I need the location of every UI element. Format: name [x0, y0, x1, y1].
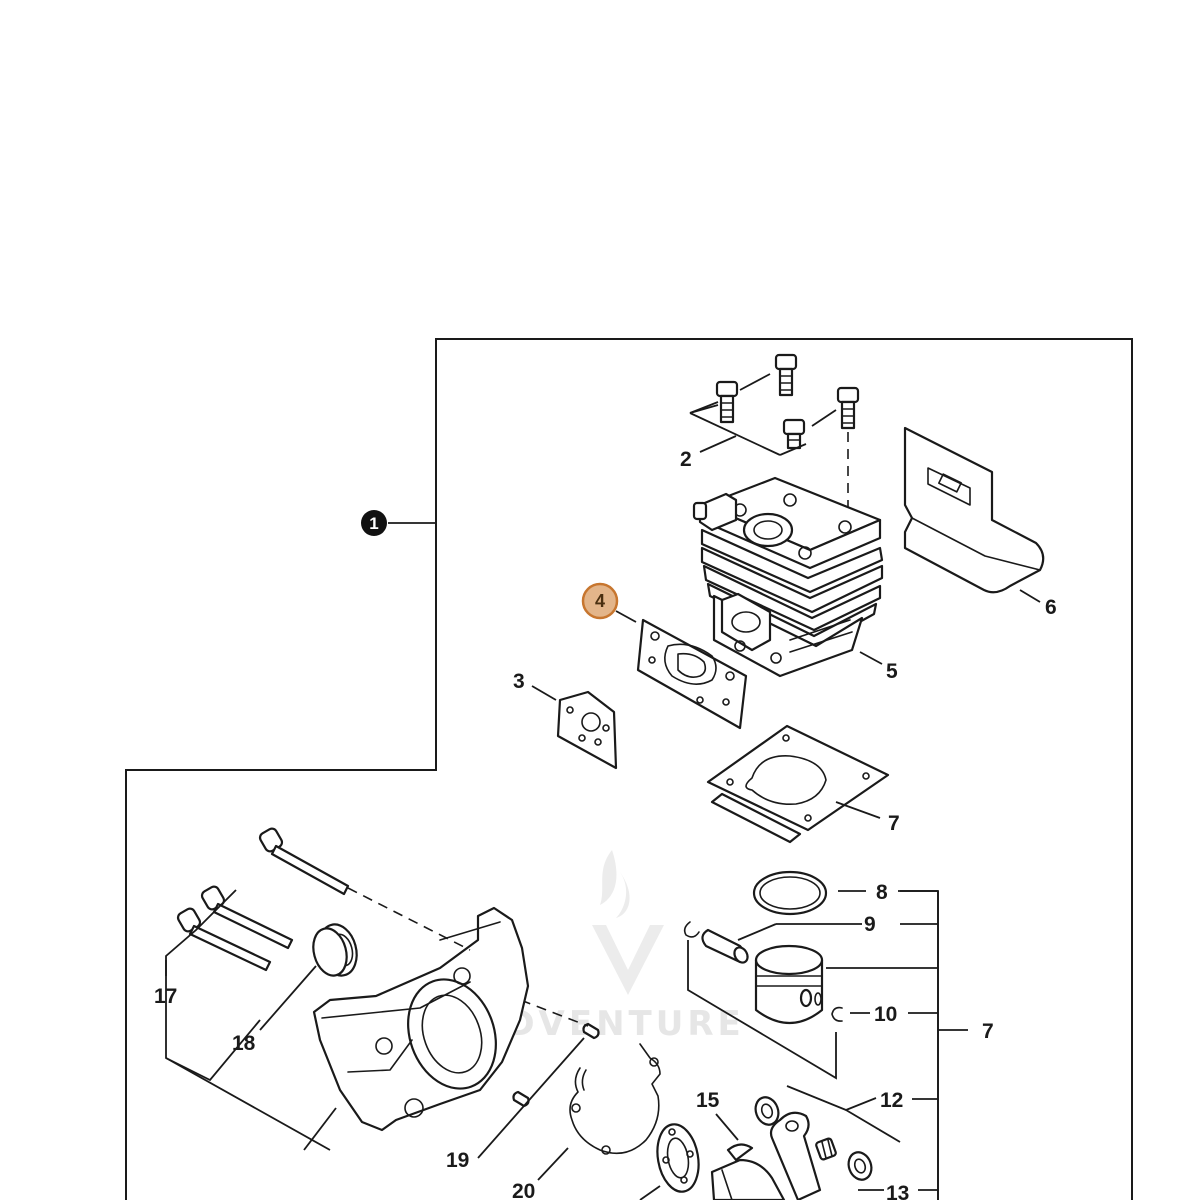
callout-4-highlighted[interactable]: 4	[581, 582, 619, 620]
circlip-right[interactable]	[831, 1006, 843, 1022]
assembly-frame	[125, 338, 1133, 1200]
woodruff-key[interactable]	[726, 1143, 754, 1162]
crankcase[interactable]	[312, 906, 530, 1132]
crankcase-gasket[interactable]	[569, 1043, 661, 1155]
callout-1-label: 1	[369, 514, 378, 533]
piston-pin[interactable]	[701, 928, 750, 965]
crankcase-screw-1[interactable]	[258, 827, 350, 896]
piston[interactable]	[754, 944, 824, 1024]
callout-20[interactable]: 20	[512, 1180, 535, 1200]
intake-gasket[interactable]	[636, 618, 748, 730]
washer-lower[interactable]	[845, 1149, 875, 1183]
watermark: ADVENTURE	[476, 850, 741, 1044]
callout-12[interactable]: 12	[880, 1089, 903, 1112]
oil-seal[interactable]	[308, 920, 362, 980]
callout-18[interactable]: 18	[232, 1032, 256, 1055]
crankshaft[interactable]	[710, 1158, 786, 1200]
callout-1-assembly[interactable]: 1	[361, 510, 436, 536]
crankcase-screw-2[interactable]	[200, 885, 294, 950]
callout-17[interactable]: 17	[154, 985, 177, 1008]
ball-bearing[interactable]	[652, 1121, 703, 1195]
callout-3[interactable]: 3	[513, 670, 525, 693]
cylinder-base-gasket[interactable]	[706, 724, 890, 844]
callout-9[interactable]: 8	[876, 881, 888, 904]
screw-b	[774, 353, 798, 397]
callout-10[interactable]: 9	[864, 913, 876, 936]
callout-5[interactable]: 5	[886, 660, 898, 683]
callout-7[interactable]: 7	[888, 812, 900, 835]
callout-11[interactable]: 10	[874, 1003, 897, 1026]
circlip-left[interactable]	[683, 921, 700, 938]
callout-6[interactable]: 6	[1045, 596, 1057, 619]
washer-upper[interactable]	[752, 1094, 782, 1128]
piston-ring[interactable]	[752, 870, 828, 916]
callout-2[interactable]: 2	[680, 448, 692, 471]
callout-15[interactable]: 15	[696, 1089, 720, 1112]
callout-8-bracket	[898, 890, 939, 1200]
screw-d	[782, 418, 806, 450]
callout-19[interactable]: 19	[446, 1149, 469, 1172]
screw-a	[715, 380, 739, 424]
needle-bearing[interactable]	[815, 1137, 837, 1161]
callout-13[interactable]: 13	[886, 1182, 909, 1200]
crankcase-screw-3[interactable]	[176, 907, 272, 972]
dowel-pin-upper[interactable]	[582, 1022, 600, 1040]
cylinder[interactable]	[692, 476, 884, 678]
callout-4-label: 4	[595, 591, 605, 611]
heat-shield[interactable]	[903, 426, 1045, 594]
screw-c	[836, 386, 860, 430]
connecting-rod[interactable]	[769, 1111, 822, 1200]
carburetor-gasket[interactable]	[556, 690, 618, 770]
callout-8[interactable]: 7	[982, 1020, 994, 1043]
cylinder-screws[interactable]	[715, 353, 860, 450]
